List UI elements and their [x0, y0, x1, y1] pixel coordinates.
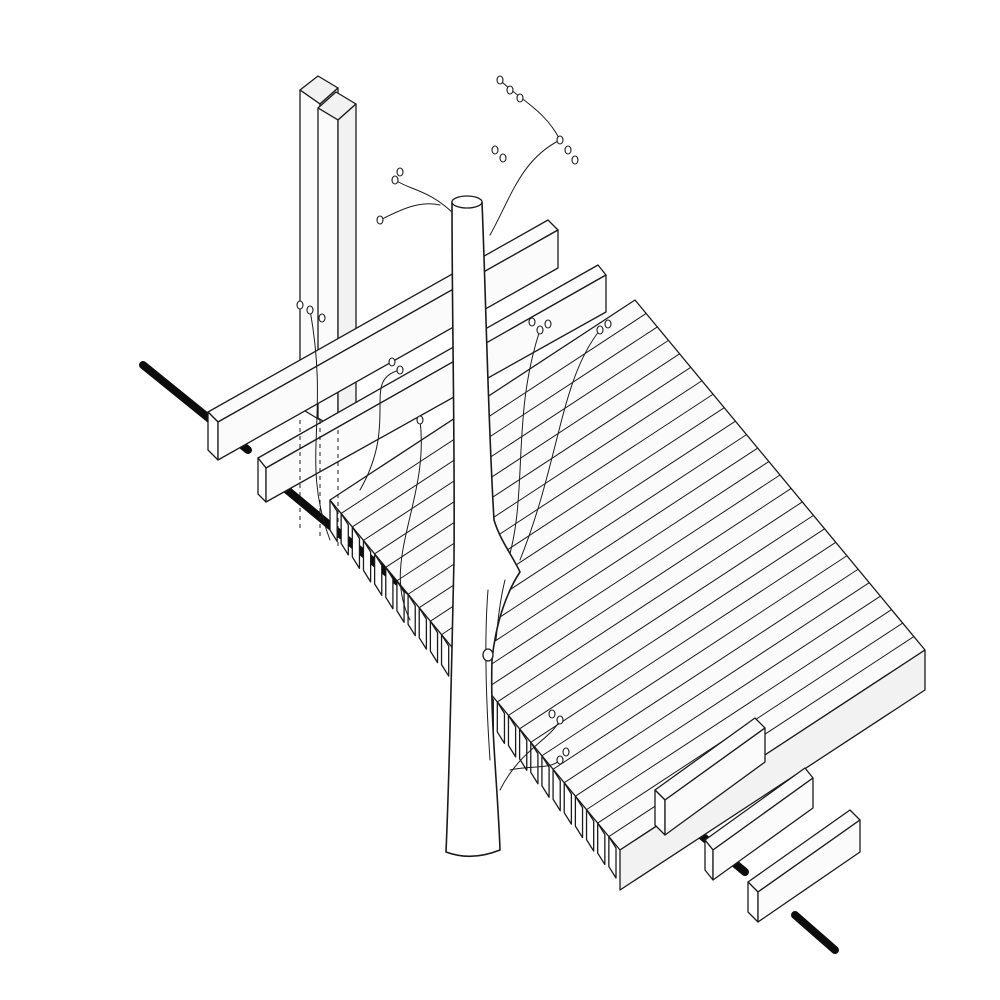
vine-bud [391, 175, 399, 185]
trunk-bark-line-2 [495, 579, 506, 641]
deck-slat-end [340, 512, 349, 556]
vine-left [309, 309, 331, 541]
deck-slat-line [340, 312, 647, 514]
deck-slat-end [385, 566, 394, 610]
deck-slat-line [507, 514, 814, 716]
vine-top-left [394, 179, 456, 216]
alignment-guides [299, 420, 339, 548]
trunk-body [445, 195, 521, 858]
vine-bud [548, 709, 556, 719]
deck-slat-end [351, 526, 361, 570]
vine-buds [296, 75, 612, 765]
deck-slat-end [418, 607, 428, 650]
vine-bud [388, 357, 396, 367]
deck-slat-end [507, 714, 517, 758]
vine-bud [496, 75, 504, 85]
deck-slat-end [585, 808, 595, 852]
deck-slat-end [429, 620, 439, 664]
deck-slat-end [597, 822, 606, 866]
deck-slat-line [374, 353, 681, 555]
deck-slat-line [519, 528, 826, 730]
vine-bud [528, 317, 536, 327]
vine-bud [556, 755, 564, 765]
vine-top-left-2 [379, 203, 441, 221]
vine-bud [544, 319, 552, 329]
trunk-bark-line-1 [485, 589, 491, 761]
end-board-3-front [757, 819, 861, 923]
vine-right [504, 329, 541, 571]
steel-rod-end [791, 911, 839, 954]
deck-slat-line [474, 474, 781, 676]
vine-bud [376, 215, 384, 225]
vine-lower [399, 419, 422, 621]
vine-bottom [499, 719, 561, 791]
deck-slat-end [574, 795, 584, 839]
deck-slat-line [485, 487, 792, 689]
deck-slat-line [496, 501, 803, 703]
deck-slat-line [463, 461, 770, 663]
vine-branches [296, 75, 612, 791]
vine-bud [596, 325, 604, 335]
vine-bud [506, 85, 514, 95]
deck-slat-end [552, 768, 561, 812]
deck-slat-line [541, 555, 848, 757]
deck-slat-line [351, 326, 658, 528]
deck-slat-end [530, 741, 539, 785]
vine-right-2 [519, 329, 601, 561]
vine-bud [306, 305, 314, 315]
vine-bud [396, 365, 404, 375]
vine-bud [318, 313, 326, 323]
vine-bud [491, 145, 499, 155]
vine-bud [499, 153, 507, 163]
deck-slat-end [362, 539, 372, 583]
deck-slat-end [396, 580, 405, 623]
deck-slat-end [407, 593, 416, 637]
deck-slat-end [373, 553, 383, 596]
detached-end-boards [654, 717, 861, 923]
deck-slat-line [552, 568, 859, 770]
vine-bud [564, 145, 572, 155]
vine-bud [516, 93, 524, 103]
vine-bud [556, 135, 564, 145]
vine-bud [571, 155, 579, 165]
vine-bud [536, 325, 544, 335]
deck-slat-line [385, 366, 692, 568]
deck-slat-end [440, 633, 450, 677]
deck-slat-end [496, 701, 506, 745]
vine-bud [562, 747, 570, 757]
deck-slat-line [586, 609, 893, 811]
deck-slat-line [452, 447, 759, 649]
end-board-1-front [664, 727, 766, 836]
deck-slat-end [329, 499, 338, 543]
end-board-2-front [712, 777, 814, 881]
deck-slat-line [530, 541, 837, 743]
trunk-top-cut [451, 195, 483, 209]
deck-slat-end [563, 782, 573, 825]
vine-bud [296, 300, 304, 310]
deck-slat-line [574, 595, 881, 797]
deck-slat-end [608, 835, 617, 879]
deck-front-edge [619, 649, 926, 891]
tree-trunk [445, 195, 521, 858]
vine-bud [396, 167, 404, 177]
rail-lower-front [265, 274, 607, 503]
deck-slat-line [396, 380, 703, 582]
vine-bud [604, 319, 612, 329]
deck-slat-line [362, 339, 669, 541]
vine-mid [359, 369, 401, 491]
vine-bud [556, 715, 564, 725]
vine-bud [416, 415, 424, 425]
trunk-bolt [482, 648, 494, 662]
deck-slat-line [563, 582, 870, 784]
